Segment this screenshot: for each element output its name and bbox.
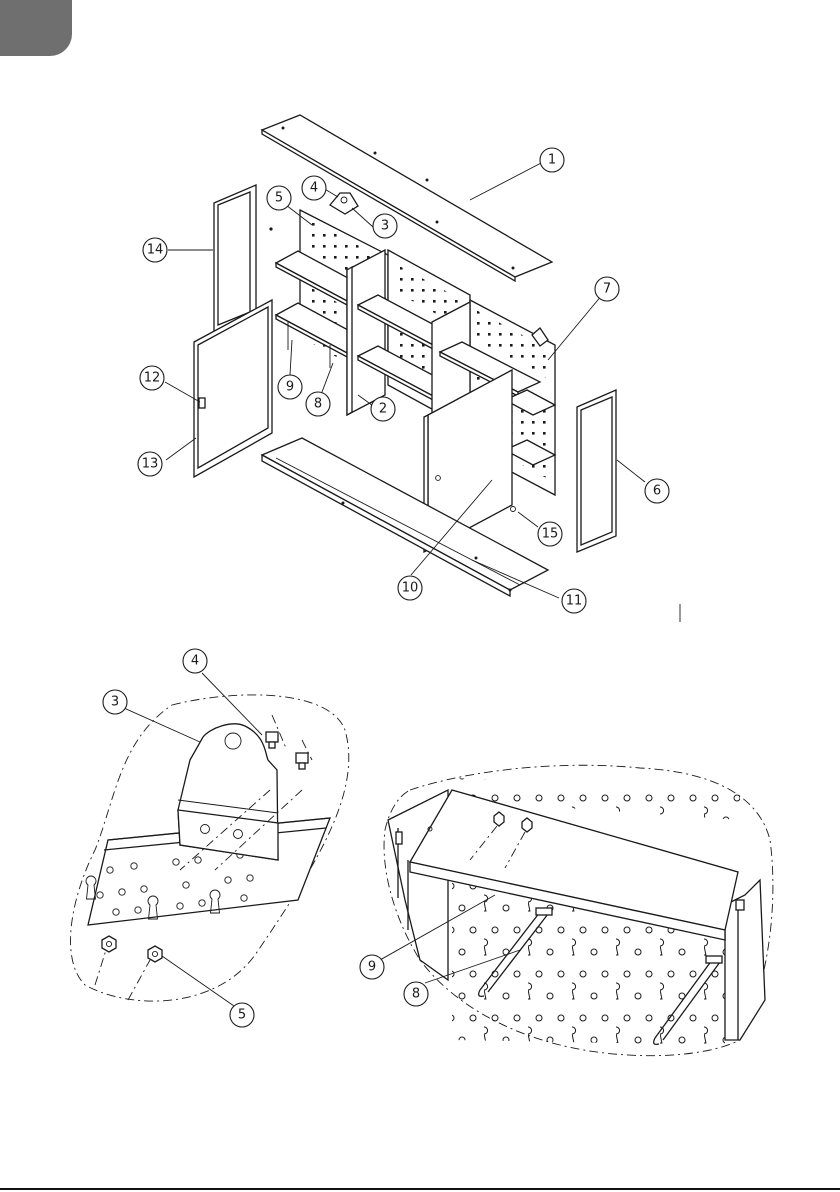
detail-callout-5: 5: [230, 1003, 254, 1027]
callout-11: 11: [562, 589, 586, 613]
callout-number: 5: [238, 1008, 246, 1023]
detail-callout-8: 8: [404, 982, 428, 1006]
right-side-panel: [577, 390, 616, 552]
hanging-bracket: [330, 193, 358, 214]
callout-3: 3: [373, 214, 397, 238]
callout-number: 13: [142, 457, 159, 472]
callout-12: 12: [140, 366, 164, 390]
callout-6: 6: [645, 479, 669, 503]
callout-number: 4: [191, 654, 199, 669]
left-door: [194, 300, 272, 477]
callout-number: 10: [402, 581, 419, 596]
detail-callout-3: 3: [103, 690, 127, 714]
callout-number: 5: [275, 191, 283, 206]
detail-callout-4: 4: [183, 649, 207, 673]
callout-number: 3: [381, 219, 389, 234]
callout-number: 6: [653, 484, 661, 499]
detail-bracket: 3 4 5: [71, 649, 349, 1027]
callout-number: 1: [548, 153, 556, 168]
bolt-icon: [266, 732, 308, 769]
callout-number: 14: [147, 243, 164, 258]
screw-icon: [511, 507, 516, 512]
callout-number: 11: [566, 594, 583, 609]
callout-10: 10: [398, 576, 422, 600]
detail-callout-9: 9: [360, 955, 384, 979]
callout-number: 3: [111, 695, 119, 710]
callout-8: 8: [306, 392, 330, 416]
callout-number: 7: [603, 282, 611, 297]
callout-13: 13: [138, 452, 162, 476]
callout-7: 7: [595, 277, 619, 301]
callout-number: 12: [144, 371, 161, 386]
callout-number: 15: [542, 527, 559, 542]
callout-9: 9: [278, 375, 302, 399]
callout-1: 1: [540, 148, 564, 172]
detail-shelf: 9 8: [360, 765, 773, 1055]
callout-15: 15: [538, 522, 562, 546]
nut-icon: [102, 936, 162, 962]
callout-4: 4: [302, 176, 326, 200]
callout-5: 5: [267, 186, 291, 210]
callout-number: 8: [412, 987, 420, 1002]
bottom-rule: [0, 1188, 840, 1190]
callout-2: 2: [371, 397, 395, 421]
callout-number: 8: [314, 397, 322, 412]
exploded-view: 1 2 3 4 5 6 7 8 9 10 11 12 13 14 15: [138, 115, 680, 622]
callout-number: 9: [286, 380, 294, 395]
callout-number: 9: [368, 960, 376, 975]
callout-14: 14: [143, 238, 167, 262]
callout-number: 2: [379, 402, 387, 417]
callout-number: 4: [310, 181, 318, 196]
middle-divider: [347, 250, 385, 415]
